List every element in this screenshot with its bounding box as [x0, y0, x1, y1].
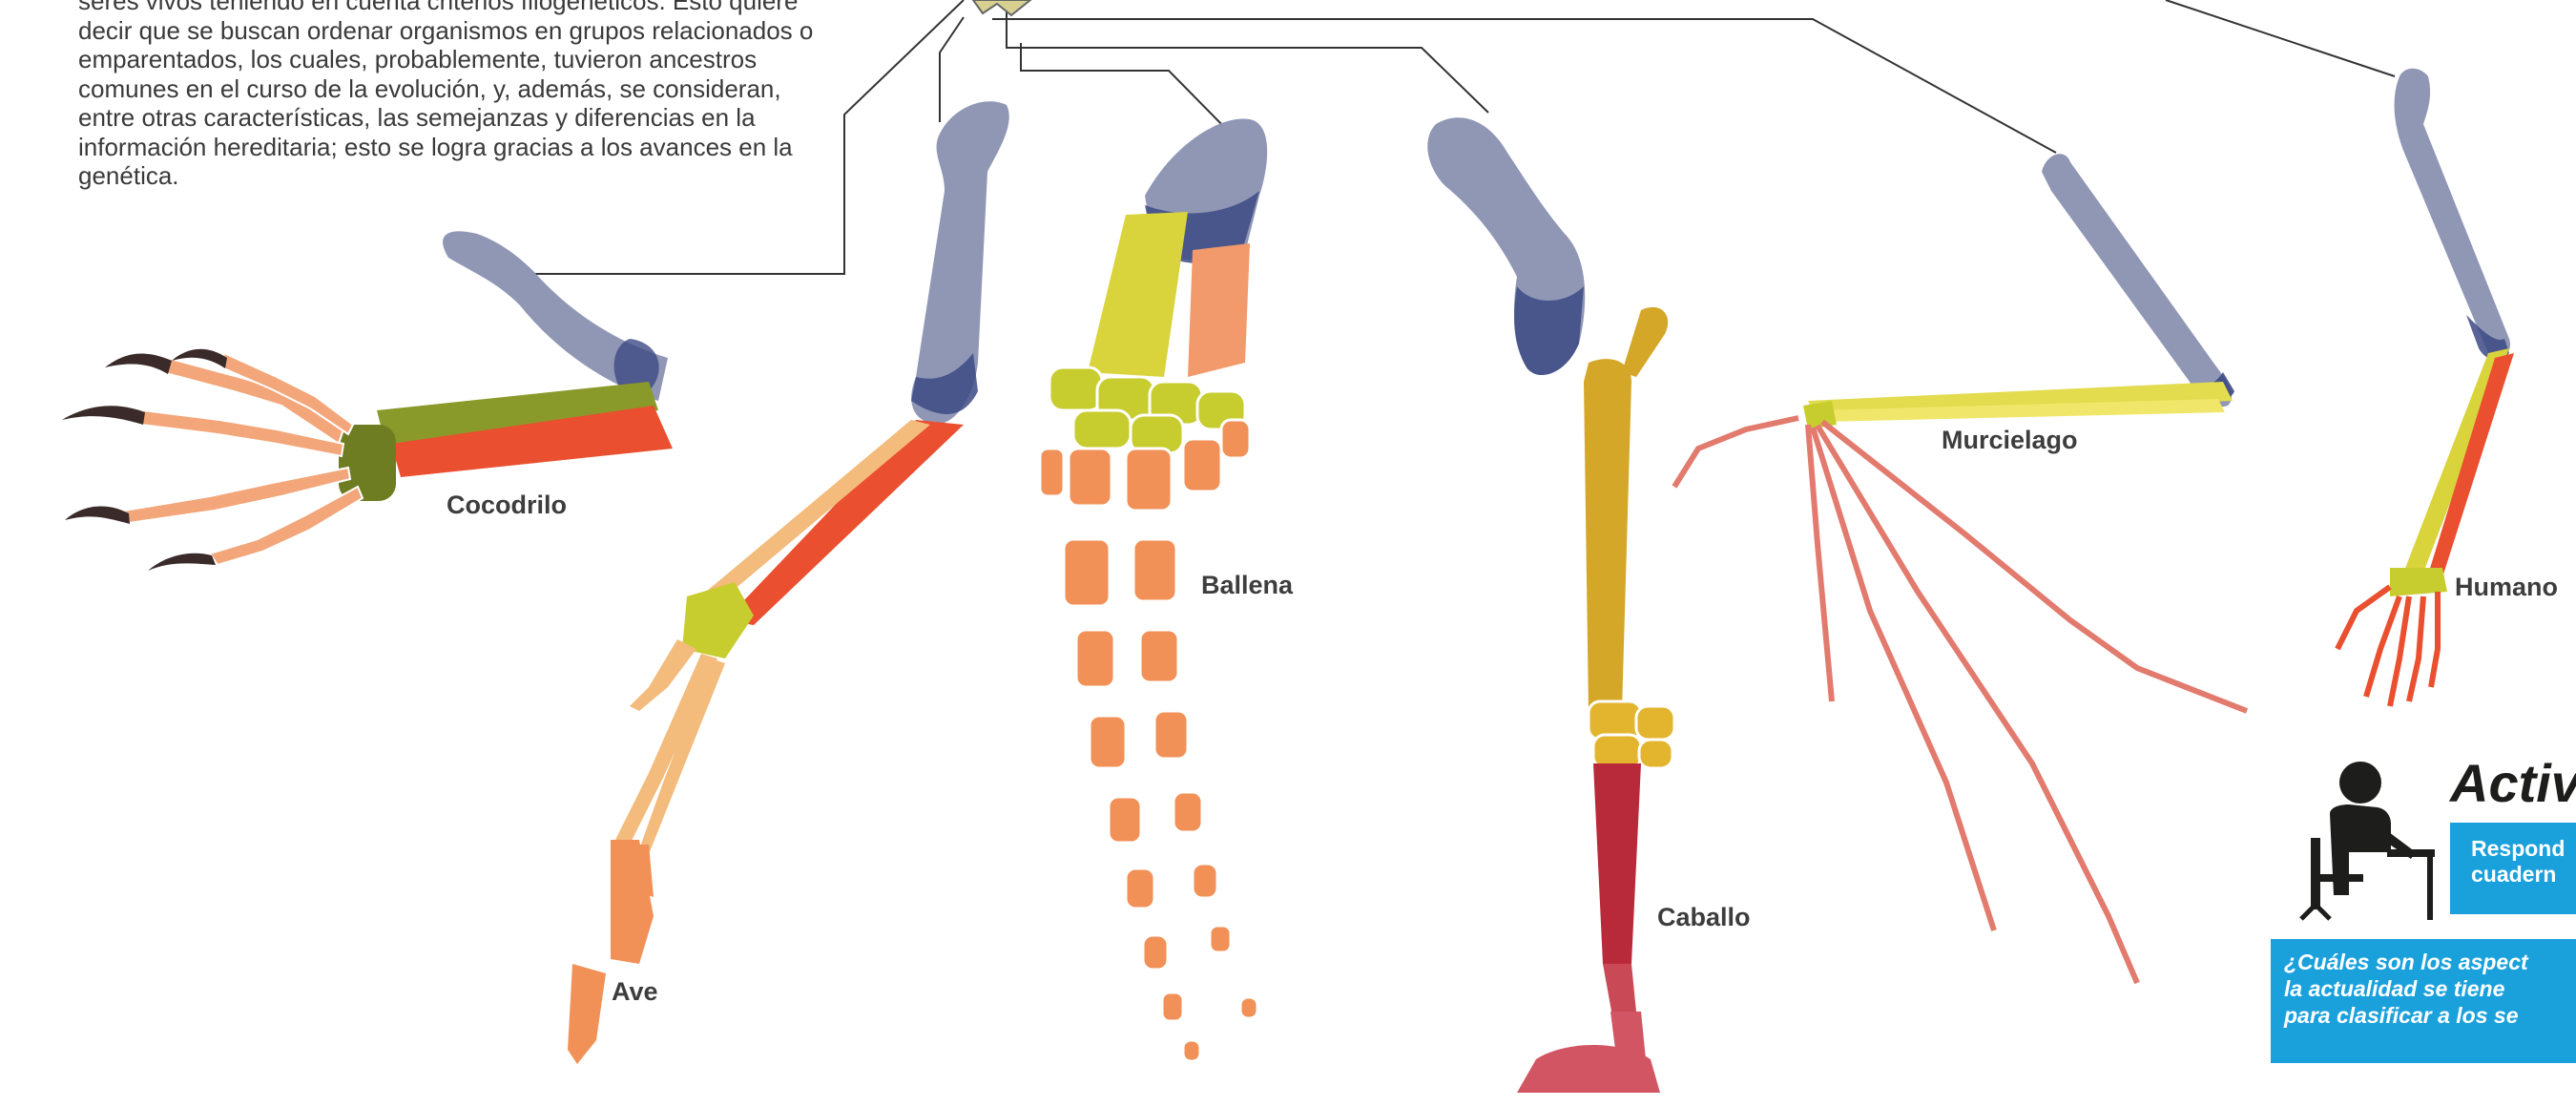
horse-cannon — [1593, 763, 1641, 964]
activity-question-line1: ¿Cuáles son los aspect — [2284, 950, 2528, 974]
activity-title: Activi — [2450, 752, 2576, 814]
activity-instruction-box: Respond cuadern — [2450, 823, 2576, 914]
label-ballena: Ballena — [1201, 571, 1293, 600]
human-humerus — [2395, 69, 2510, 360]
croc-carpals — [339, 425, 396, 501]
whale-ulna — [1088, 212, 1188, 377]
whale-radius — [1188, 243, 1250, 377]
bird-limb — [568, 101, 1009, 1064]
top-structure — [973, 0, 1030, 15]
label-cocodrilo: Cocodrilo — [447, 491, 567, 520]
activity-instruction-line1: Respond — [2471, 836, 2565, 861]
horse-limb — [1427, 117, 1674, 1093]
label-caballo: Caballo — [1657, 903, 1751, 932]
bird-carpals — [682, 582, 754, 658]
bat-digits — [1674, 418, 2247, 983]
activity-instruction-line2: cuadern — [2471, 862, 2556, 887]
croc-phalanges — [124, 353, 363, 565]
human-phalanges — [2337, 587, 2438, 706]
horse-carpals — [1589, 701, 1674, 768]
activity-question-box: ¿Cuáles son los aspect la actualidad se … — [2271, 939, 2576, 1063]
bird-radius — [725, 420, 964, 625]
activity-question-line2: la actualidad se tiene — [2284, 976, 2504, 1001]
whale-phalanges — [1040, 420, 1257, 1061]
human-radius — [2428, 353, 2514, 577]
label-ave: Ave — [612, 977, 658, 1007]
activity-section: Activi Respond cuadern ¿Cuáles son los a… — [2271, 744, 2576, 1107]
bat-humerus — [2042, 154, 2232, 407]
crocodile-limb — [62, 231, 673, 571]
human-limb — [2337, 69, 2514, 706]
label-murcielago: Murcielago — [1942, 426, 2078, 455]
bat-limb — [1674, 154, 2247, 983]
activity-question-line3: para clasificar a los se — [2284, 1003, 2519, 1028]
horse-radius — [1584, 359, 1631, 711]
bird-ulna — [706, 420, 930, 601]
label-humano: Humano — [2455, 573, 2558, 602]
student-desk-icon — [2292, 762, 2435, 924]
